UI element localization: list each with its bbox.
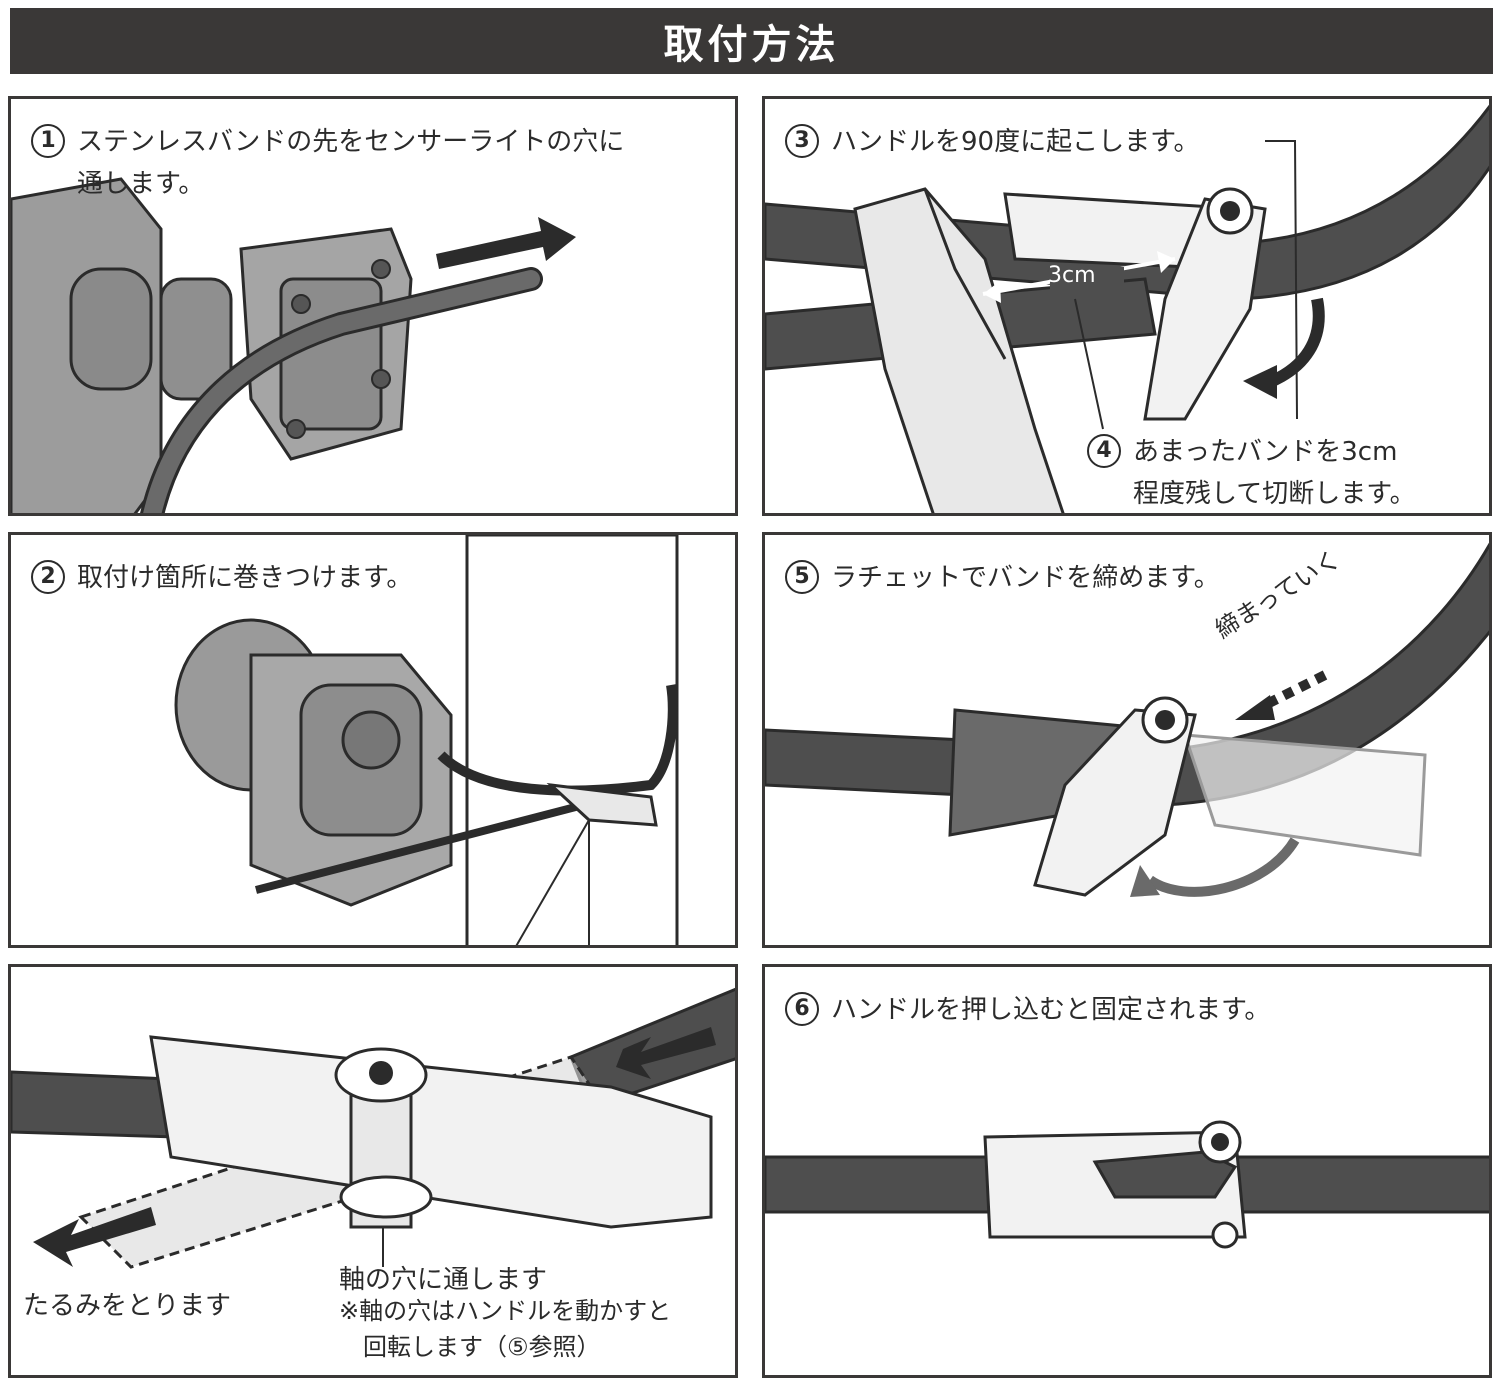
illustration-handle-raise-cut [765, 104, 1489, 513]
step-text: ラチェットでバンドを締めます。 [831, 563, 1220, 593]
step-5-instruction: 5 ラチェットでバンドを締めます。 [785, 557, 1220, 599]
step-text: ハンドルを90度に起こします。 [831, 127, 1200, 157]
step-number-badge: 2 [31, 560, 65, 594]
illustration-ratchet-tighten [765, 542, 1489, 897]
panel-step-1: 1 ステンレスバンドの先をセンサーライトの穴に 通します。 [8, 96, 738, 516]
step-1-instruction: 1 ステンレスバンドの先をセンサーライトの穴に 通します。 [31, 121, 624, 205]
slack-label: たるみをとります [23, 1291, 232, 1321]
note-line-1: ※軸の穴はハンドルを動かすと [339, 1297, 672, 1325]
illustration-wrap-band [174, 535, 679, 945]
step-text: ステンレスバンドの先をセンサーライトの穴に 通します。 [77, 127, 625, 199]
step-2-instruction: 2 取付け箇所に巻きつけます。 [31, 557, 413, 599]
illustration-axis-detail [11, 987, 735, 1269]
step-number-badge: 5 [785, 560, 819, 594]
step-number-badge: 4 [1087, 434, 1121, 468]
step-number-badge: 1 [31, 124, 65, 158]
illustration-sensor-light-band [11, 177, 576, 513]
step-text: 取付け箇所に巻きつけます。 [77, 563, 413, 593]
measure-label: 3cm [1048, 263, 1096, 288]
step-number-badge: 6 [785, 992, 819, 1026]
panel-step-3-4: 3cm 3 ハンドルを90度に起こします。 4 あまったバンドを3cm 程度残し… [762, 96, 1492, 516]
step-text: あまったバンドを3cm 程度残して切断します。 [1133, 437, 1416, 509]
panel-step-5: 締まっていく 5 ラチェットでバンドを締めます。 [762, 532, 1492, 948]
through-axis-label: 軸の穴に通します [339, 1265, 548, 1295]
page-title: 取付方法 [10, 8, 1493, 74]
note-line-2: 回転します（⑤参照） [363, 1333, 601, 1361]
panel-step-6: 6 ハンドルを押し込むと固定されます。 [762, 964, 1492, 1378]
panel-step-2: 2 取付け箇所に巻きつけます。 [8, 532, 738, 948]
step-number-badge: 3 [785, 124, 819, 158]
illustration-fixed-band [765, 1120, 1489, 1249]
step-3-instruction: 3 ハンドルを90度に起こします。 [785, 121, 1199, 163]
step-6-instruction: 6 ハンドルを押し込むと固定されます。 [785, 989, 1270, 1031]
step-4-instruction: 4 あまったバンドを3cm 程度残して切断します。 [1087, 431, 1416, 513]
page-title-text: 取付方法 [663, 22, 840, 68]
panel-zoom-detail: たるみをとります 軸の穴に通します ※軸の穴はハンドルを動かすと 回転します（⑤… [8, 964, 738, 1378]
step-text: ハンドルを押し込むと固定されます。 [831, 995, 1271, 1025]
